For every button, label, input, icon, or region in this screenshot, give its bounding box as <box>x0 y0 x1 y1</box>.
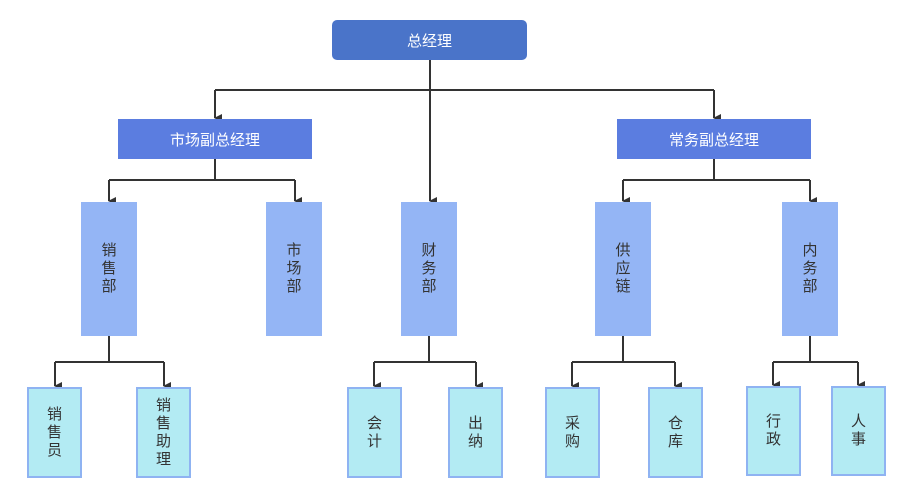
connector-supply <box>572 336 675 363</box>
node-label: 仓库 <box>666 414 684 451</box>
node-internal-dept[interactable]: 内务部 <box>782 202 838 336</box>
node-cashier[interactable]: 出纳 <box>448 387 503 478</box>
connector-vp-exec <box>623 159 810 181</box>
node-sales-assistant[interactable]: 销售助理 <box>136 387 191 478</box>
node-supply-chain[interactable]: 供应链 <box>595 202 651 336</box>
node-hr[interactable]: 人事 <box>831 386 886 476</box>
node-salesperson[interactable]: 销售员 <box>27 387 82 478</box>
node-label: 总经理 <box>406 31 452 50</box>
node-label: 出纳 <box>466 414 484 451</box>
node-label: 常务副总经理 <box>668 130 759 149</box>
node-market-dept[interactable]: 市场部 <box>266 202 322 336</box>
connector-sales <box>55 336 164 363</box>
node-label: 财务部 <box>419 242 438 296</box>
connector-internal <box>773 336 858 363</box>
node-label: 采购 <box>563 414 581 451</box>
node-label: 市场副总经理 <box>169 130 260 149</box>
connector-finance <box>374 336 476 363</box>
node-vp-market[interactable]: 市场副总经理 <box>118 119 312 159</box>
node-label: 人事 <box>849 413 867 449</box>
node-label: 市场部 <box>284 242 303 296</box>
node-finance-dept[interactable]: 财务部 <box>401 202 457 336</box>
node-label: 销售部 <box>99 242 118 296</box>
node-vp-exec[interactable]: 常务副总经理 <box>617 119 811 159</box>
node-purchasing[interactable]: 采购 <box>545 387 600 478</box>
node-ceo[interactable]: 总经理 <box>332 20 527 60</box>
node-label: 内务部 <box>800 242 819 296</box>
node-label: 销售助理 <box>154 396 172 469</box>
node-label: 行政 <box>764 413 782 449</box>
node-warehouse[interactable]: 仓库 <box>648 387 703 478</box>
node-label: 供应链 <box>613 242 632 296</box>
node-label: 销售员 <box>45 405 63 460</box>
node-label: 会计 <box>365 414 383 451</box>
node-accounting[interactable]: 会计 <box>347 387 402 478</box>
node-admin[interactable]: 行政 <box>746 386 801 476</box>
node-sales-dept[interactable]: 销售部 <box>81 202 137 336</box>
connector-vp-market <box>109 159 295 181</box>
connector-ceo <box>215 60 714 91</box>
